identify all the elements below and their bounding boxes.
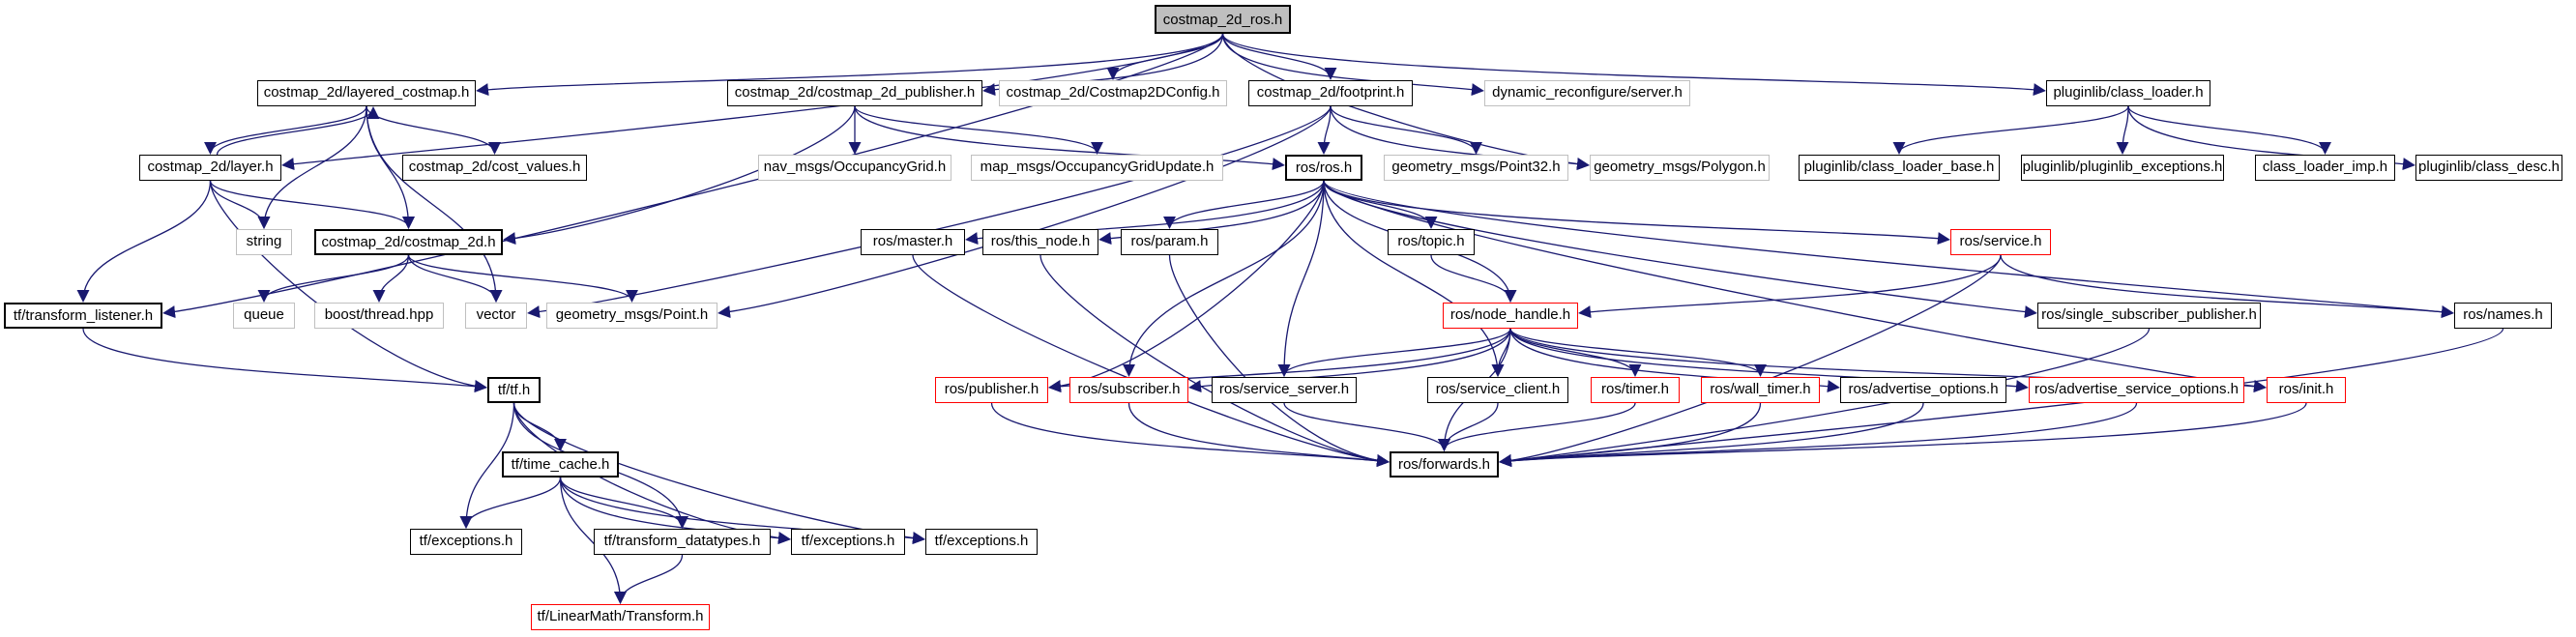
graph-node-topic[interactable]: ros/topic.h <box>1388 229 1475 255</box>
graph-node-rosros[interactable]: ros/ros.h <box>1285 155 1362 181</box>
graph-node-classloader[interactable]: pluginlib/class_loader.h <box>2046 80 2210 106</box>
graph-node-layer[interactable]: costmap_2d/layer.h <box>139 155 281 181</box>
graph-node-timer[interactable]: ros/timer.h <box>1591 377 1680 403</box>
graph-node-serviceclient[interactable]: ros/service_client.h <box>1427 377 1568 403</box>
graph-node-costmap2dconfig: costmap_2d/Costmap2DConfig.h <box>999 80 1227 106</box>
graph-node-cldesc[interactable]: pluginlib/class_desc.h <box>2415 155 2562 181</box>
graph-node-thread: boost/thread.hpp <box>314 303 444 329</box>
graph-node-timecache[interactable]: tf/time_cache.h <box>502 451 619 478</box>
graph-node-ssp[interactable]: ros/single_subscriber_publisher.h <box>2037 303 2261 329</box>
graph-node-thisnode[interactable]: ros/this_node.h <box>982 229 1098 255</box>
graph-node-exc1[interactable]: tf/exceptions.h <box>410 529 522 555</box>
graph-node-point32: geometry_msgs/Point32.h <box>1384 155 1568 181</box>
graph-node-exc3[interactable]: tf/exceptions.h <box>925 529 1038 555</box>
graph-node-vector: vector <box>465 303 527 329</box>
graph-node-publisher2d[interactable]: costmap_2d/costmap_2d_publisher.h <box>727 80 982 106</box>
graph-node-nodehandle[interactable]: ros/node_handle.h <box>1443 303 1578 329</box>
graph-node-queue: queue <box>233 303 295 329</box>
graph-node-polygon: geometry_msgs/Polygon.h <box>1590 155 1770 181</box>
graph-node-exc2[interactable]: tf/exceptions.h <box>791 529 905 555</box>
graph-node-serviceserver[interactable]: ros/service_server.h <box>1212 377 1357 403</box>
graph-node-point: geometry_msgs/Point.h <box>546 303 717 329</box>
graph-node-dynreconf: dynamic_reconfigure/server.h <box>1484 80 1690 106</box>
graph-node-costmap2d[interactable]: costmap_2d/costmap_2d.h <box>314 229 503 255</box>
graph-node-advsrvopts[interactable]: ros/advertise_service_options.h <box>2029 377 2244 403</box>
graph-node-master[interactable]: ros/master.h <box>861 229 965 255</box>
graph-node-lmtransform[interactable]: tf/LinearMath/Transform.h <box>531 604 710 630</box>
graph-node-names[interactable]: ros/names.h <box>2454 303 2552 329</box>
graph-node-service[interactable]: ros/service.h <box>1950 229 2051 255</box>
graph-node-publisher[interactable]: ros/publisher.h <box>935 377 1048 403</box>
graph-node-translistener[interactable]: tf/transform_listener.h <box>4 303 162 329</box>
graph-node-forwards[interactable]: ros/forwards.h <box>1390 451 1499 478</box>
graph-node-walltimer[interactable]: ros/wall_timer.h <box>1701 377 1820 403</box>
graph-node-clbase[interactable]: pluginlib/class_loader_base.h <box>1799 155 2000 181</box>
graph-node-plexceptions[interactable]: pluginlib/pluginlib_exceptions.h <box>2021 155 2224 181</box>
graph-node-layered[interactable]: costmap_2d/layered_costmap.h <box>257 80 476 106</box>
graph-node-tfh[interactable]: tf/tf.h <box>487 377 541 403</box>
graph-node-occgridupdate: map_msgs/OccupancyGridUpdate.h <box>971 155 1223 181</box>
graph-node-footprint[interactable]: costmap_2d/footprint.h <box>1248 80 1413 106</box>
graph-node-param[interactable]: ros/param.h <box>1121 229 1218 255</box>
graph-node-datatypes[interactable]: tf/transform_datatypes.h <box>594 529 771 555</box>
graph-node-costvalues[interactable]: costmap_2d/cost_values.h <box>402 155 587 181</box>
graph-node-string: string <box>236 229 292 255</box>
graph-node-climp[interactable]: class_loader_imp.h <box>2255 155 2395 181</box>
graph-node-init[interactable]: ros/init.h <box>2267 377 2346 403</box>
graph-node-subscriber[interactable]: ros/subscriber.h <box>1069 377 1188 403</box>
graph-node-advopts[interactable]: ros/advertise_options.h <box>1840 377 2006 403</box>
graph-node-occgrid: nav_msgs/OccupancyGrid.h <box>758 155 951 181</box>
graph-node-root[interactable]: costmap_2d_ros.h <box>1155 5 1291 34</box>
